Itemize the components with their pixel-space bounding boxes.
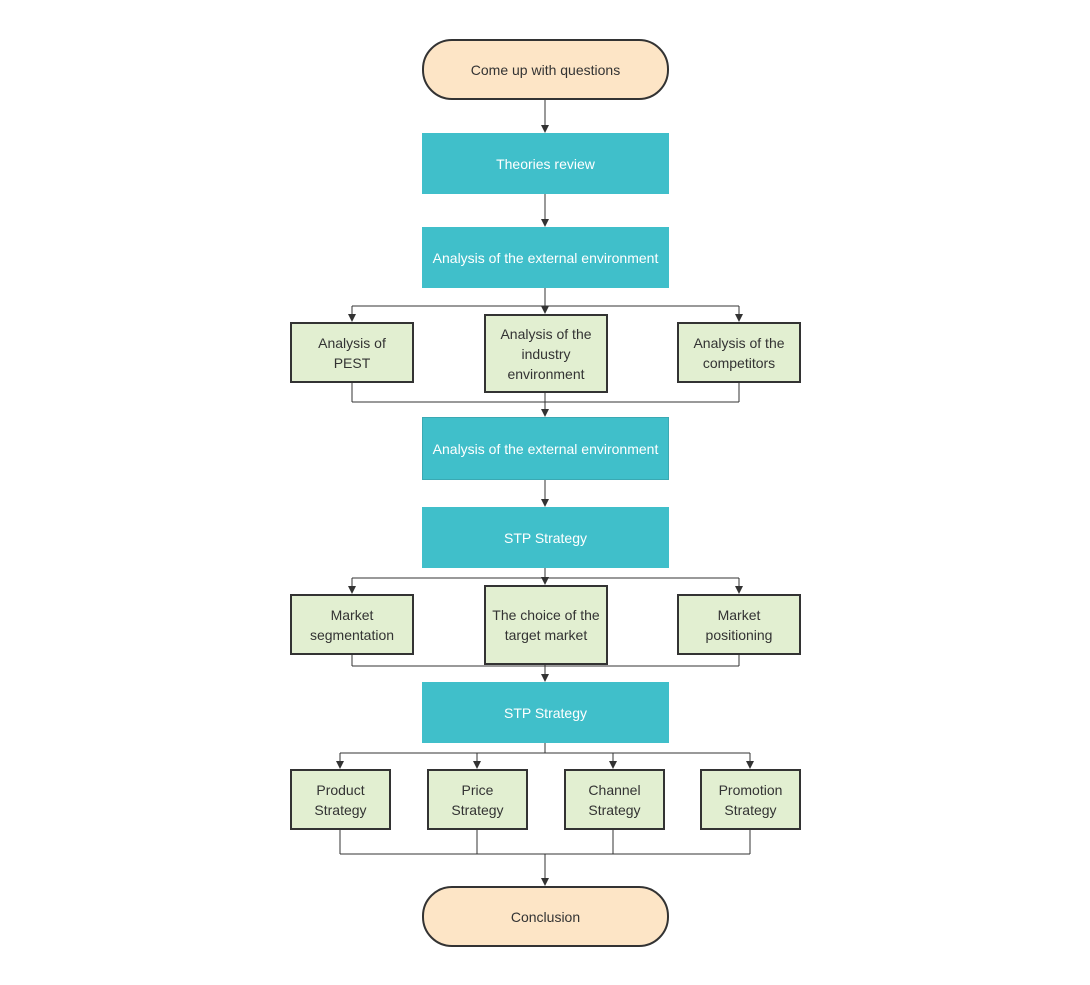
price-strategy-label: Price Strategy: [451, 781, 504, 818]
channel-strategy-label: Channel Strategy: [588, 781, 641, 818]
competitors-analysis-label: Analysis of the competitors: [693, 334, 785, 371]
channel-strategy-box: Channel Strategy: [564, 769, 665, 830]
market-positioning-box: Market positioning: [677, 594, 801, 655]
stp-strategy-box-2: STP Strategy: [422, 682, 669, 743]
pest-analysis-label: Analysis of PEST: [318, 334, 386, 371]
external-environment-label-2: Analysis of the external environment: [432, 440, 659, 457]
external-environment-box-2: Analysis of the external environment: [422, 417, 669, 480]
theories-review-label: Theories review: [496, 155, 595, 172]
theories-review-box: Theories review: [422, 133, 669, 194]
start-terminal: Come up with questions: [422, 39, 669, 100]
pest-analysis-box: Analysis of PEST: [290, 322, 414, 383]
target-market-label: The choice of the target market: [492, 607, 600, 643]
product-strategy-box: Product Strategy: [290, 769, 391, 830]
price-strategy-box: Price Strategy: [427, 769, 528, 830]
conclusion-terminal: Conclusion: [422, 886, 669, 947]
market-segmentation-box: Market segmentation: [290, 594, 414, 655]
market-positioning-label: Market positioning: [705, 606, 773, 643]
stp-strategy-label-2: STP Strategy: [503, 704, 587, 721]
conclusion-label: Conclusion: [510, 908, 581, 925]
external-environment-label-1: Analysis of the external environment: [432, 249, 659, 266]
industry-analysis-label: Analysis of the industry environment: [500, 325, 592, 382]
stp-strategy-label-1: STP Strategy: [503, 529, 587, 546]
market-segmentation-label: Market segmentation: [309, 606, 395, 643]
industry-analysis-box: Analysis of the industry environment: [484, 314, 608, 393]
competitors-analysis-box: Analysis of the competitors: [677, 322, 801, 383]
target-market-box: The choice of the target market: [484, 585, 608, 665]
stp-strategy-box-1: STP Strategy: [422, 507, 669, 568]
promotion-strategy-box: Promotion Strategy: [700, 769, 801, 830]
external-environment-box-1: Analysis of the external environment: [422, 227, 669, 288]
product-strategy-label: Product Strategy: [314, 781, 367, 818]
promotion-strategy-label: Promotion Strategy: [718, 781, 783, 818]
start-label: Come up with questions: [470, 61, 621, 78]
